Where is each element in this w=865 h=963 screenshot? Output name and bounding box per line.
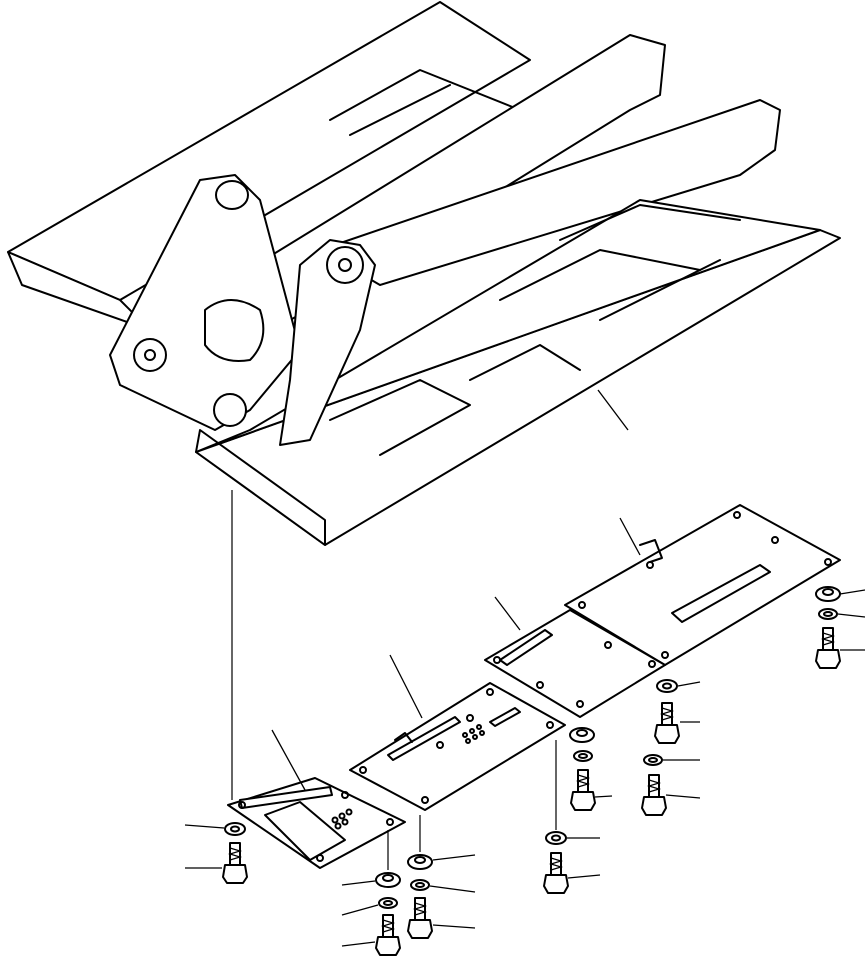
nut (815, 586, 865, 602)
main-frame (7, 1, 841, 546)
bolt (341, 914, 401, 956)
washer (643, 754, 700, 766)
bolt (185, 842, 248, 884)
bolt (654, 702, 700, 744)
washer (545, 740, 600, 845)
washer (341, 897, 398, 916)
washer (410, 879, 476, 893)
nut (341, 830, 401, 888)
bolt (543, 852, 601, 894)
bolt (641, 774, 701, 816)
nut (569, 727, 595, 743)
bolt (815, 627, 865, 669)
bolt (407, 897, 476, 939)
washer (184, 822, 246, 836)
washer (818, 608, 865, 620)
undercover-plate-rear-front (484, 596, 666, 718)
washer (656, 679, 701, 693)
undercover-plate-mid (349, 654, 566, 811)
nut (407, 815, 476, 870)
undercover-plate-front (227, 729, 406, 869)
bolt (570, 769, 613, 811)
washer (573, 750, 593, 762)
